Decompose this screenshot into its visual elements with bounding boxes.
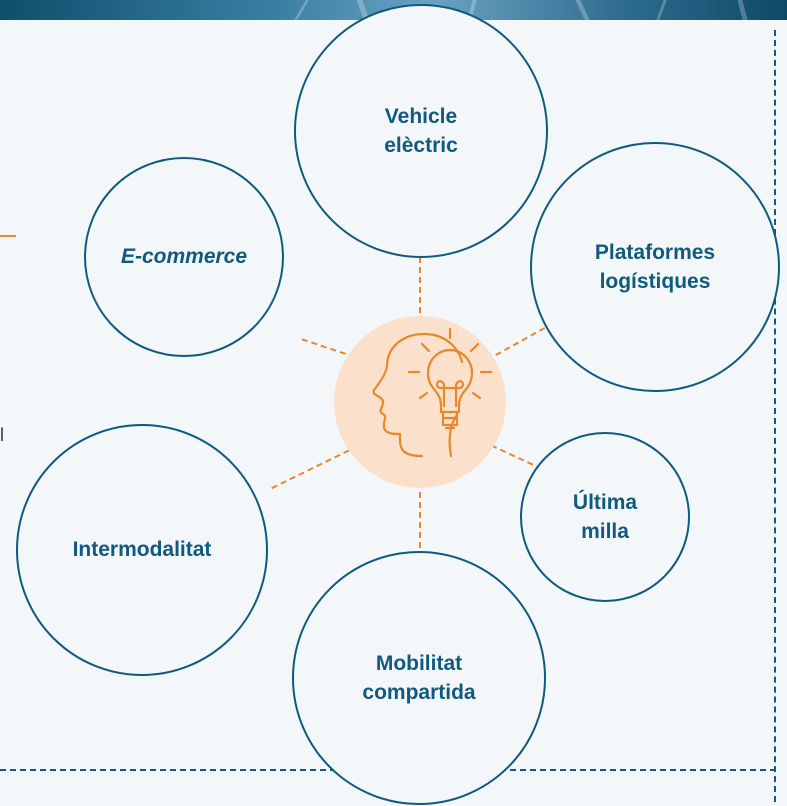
node-label: E-commerce [120,245,248,269]
node-label: Vehicle elèctric [384,104,458,157]
node-intermodality: Intermodalitat [16,424,268,676]
node-label: Intermodalitat [72,538,212,562]
clipped-text: l [0,425,4,445]
connector-ecom [297,337,356,358]
connector-plat [486,324,551,361]
node-last-mile: Última milla [520,432,690,602]
node-ecommerce: E-commerce [84,157,284,357]
node-shared-mobility: Mobilitat compartida [292,551,546,805]
head-with-lightbulb-icon [372,327,493,458]
node-vehicle-electric: Vehicle elèctric [294,4,548,258]
node-label: Plataformes logístiques [594,240,716,293]
node-label: Mobilitat compartida [362,651,476,704]
connector-inter [267,445,359,491]
dashed-frame-right [774,30,776,802]
node-logistics-platforms: Plataformes logístiques [530,142,780,392]
accent-line [0,235,16,237]
node-label: Última milla [572,490,638,543]
